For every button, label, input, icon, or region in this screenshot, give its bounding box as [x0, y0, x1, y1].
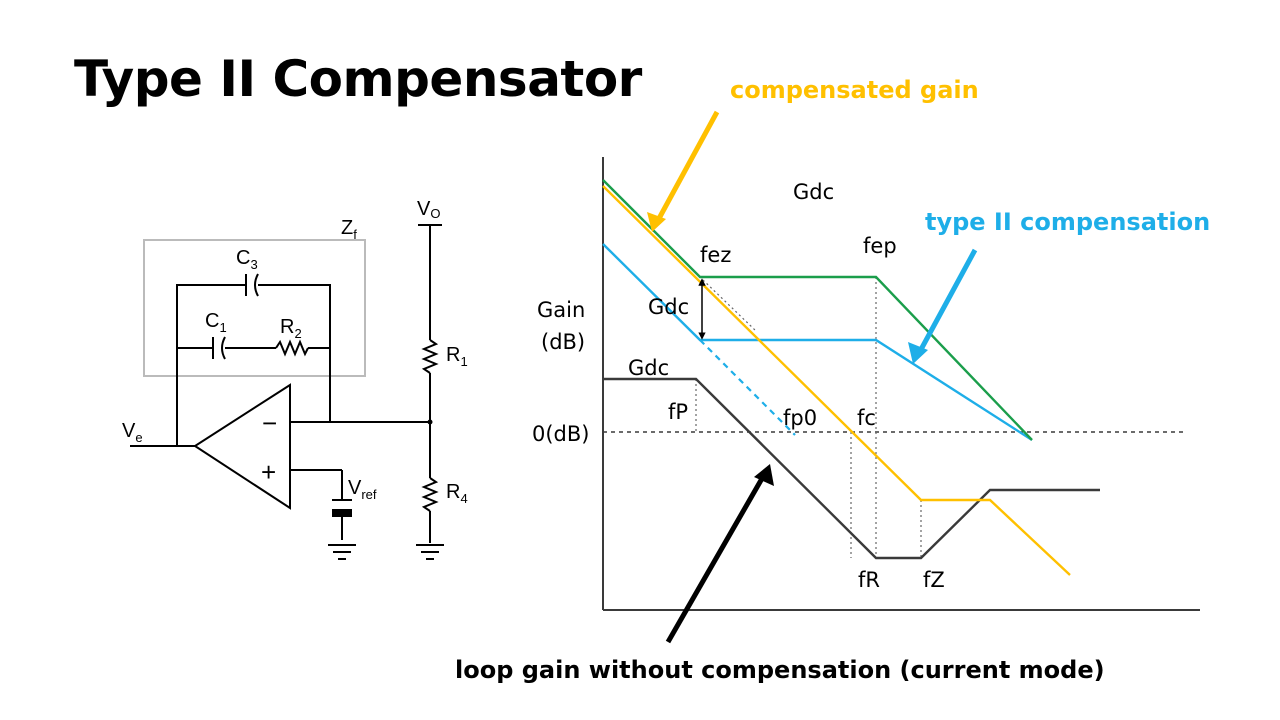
r1-label: R1 — [446, 344, 468, 369]
type2-compensation-curve — [602, 243, 1033, 442]
loop-gain-arrow — [665, 473, 767, 644]
gdc-low-label: Gdc — [628, 356, 669, 380]
r2-zigzag — [275, 339, 309, 357]
type2-compensation-callout: type II compensation — [925, 208, 1211, 236]
fz-label: fZ — [923, 568, 945, 592]
y-axis-label-db: (dB) — [541, 330, 585, 354]
zero-db-label: 0(dB) — [532, 422, 589, 446]
zf-label: Zf — [341, 217, 357, 242]
type2-arrow — [915, 248, 978, 357]
gdc-top-label: Gdc — [793, 180, 834, 204]
c1-label: C1 — [205, 310, 227, 335]
c3-plate-b — [254, 273, 259, 297]
circuit-schematic — [130, 224, 444, 560]
vref-label: Vref — [348, 477, 377, 502]
fr-label: fR — [858, 568, 880, 592]
loop-gain-callout: loop gain without compensation (current … — [455, 656, 1105, 684]
c3-label: C3 — [236, 247, 258, 272]
junction-dot — [427, 419, 433, 425]
slide-title: Type II Compensator — [74, 50, 642, 108]
opamp-minus-sign: − — [262, 408, 277, 438]
loop-gain-curve — [603, 377, 1100, 560]
type2-extension-dashed — [699, 339, 796, 436]
fep-label: fep — [863, 234, 897, 258]
r4-label: R4 — [446, 481, 468, 506]
gdc-mid-label: Gdc — [648, 295, 689, 319]
compensated-gain-arrow — [653, 110, 720, 226]
compensated-gain-callout: compensated gain — [730, 76, 979, 104]
opamp-triangle — [193, 383, 291, 510]
c1-plate-b — [221, 336, 226, 360]
y-axis-label-gain: Gain — [537, 298, 585, 322]
bode-axes — [602, 157, 1200, 611]
fp0-label: fp0 — [783, 406, 817, 430]
r2-label: R2 — [280, 316, 302, 341]
r1-zigzag — [421, 339, 439, 374]
ve-label: Ve — [122, 420, 143, 445]
fez-label: fez — [700, 243, 731, 267]
compensated-gain-curve — [602, 185, 1071, 576]
fc-label: fc — [857, 406, 876, 430]
fp-label: fP — [668, 400, 688, 424]
guide-lines — [695, 277, 922, 558]
opamp-plus-sign: + — [261, 457, 276, 487]
vo-label: VO — [417, 198, 440, 221]
zf-box — [143, 239, 366, 377]
r4-zigzag — [421, 477, 439, 512]
